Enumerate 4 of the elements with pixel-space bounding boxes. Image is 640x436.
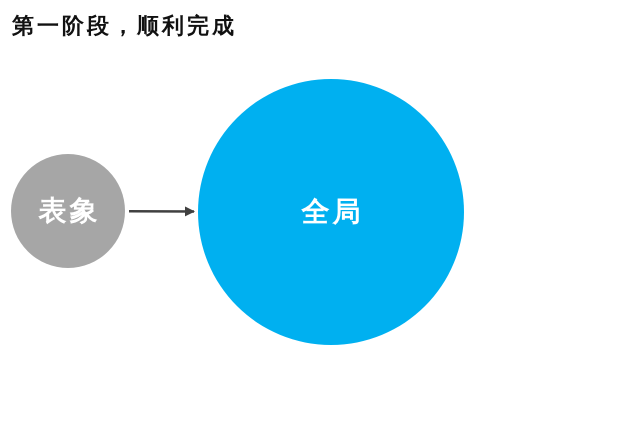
arrow (129, 206, 195, 216)
diagram-title: 第一阶段，顺利完成 (12, 13, 237, 41)
node-label: 表象 (38, 194, 100, 228)
node-label: 全局 (300, 195, 364, 229)
